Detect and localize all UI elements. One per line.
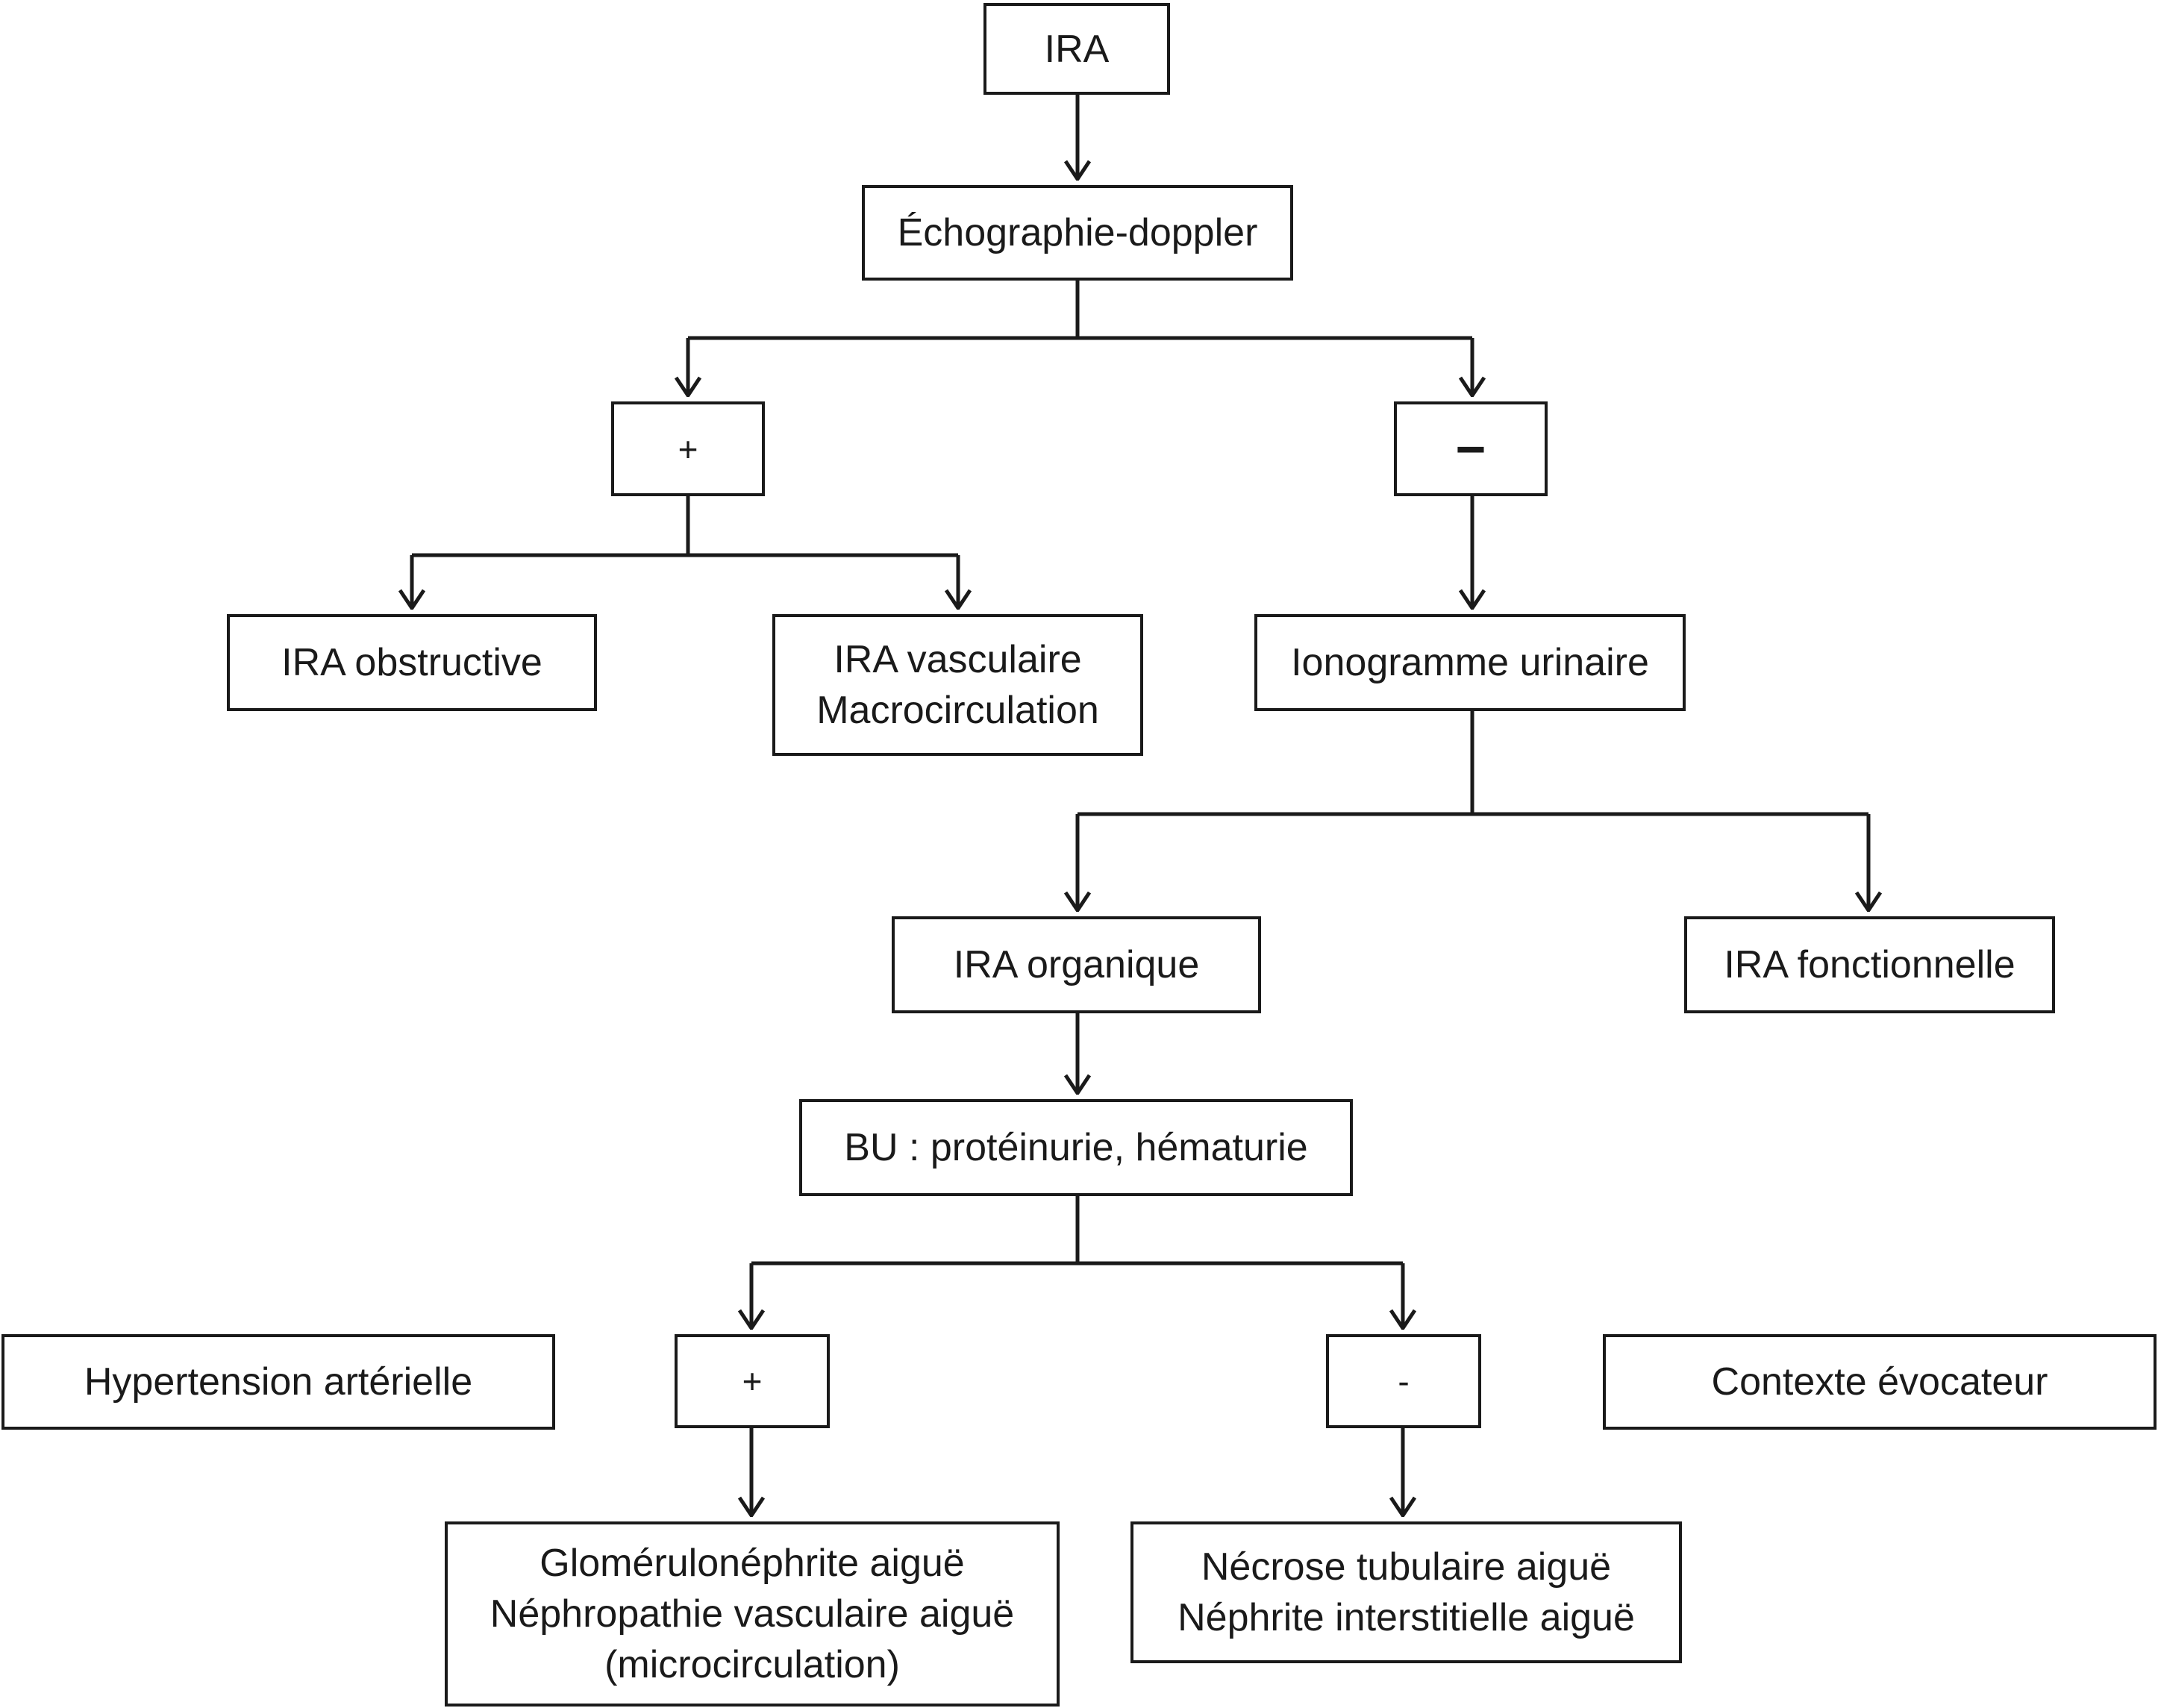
- node-ira-organique-line-1: IRA organique: [953, 943, 1200, 986]
- node-ionogramme-urinaire-line-1: Ionogramme urinaire: [1291, 641, 1649, 684]
- node-contexte-evocateur-line-1: Contexte évocateur: [1711, 1360, 2048, 1404]
- connector-iono-split: [1078, 711, 1868, 816]
- node-ionogramme-urinaire: Ionogramme urinaire: [1254, 614, 1686, 711]
- node-plus-bu-line-1: +: [742, 1362, 763, 1401]
- node-bu: BU : protéinurie, hématurie: [799, 1099, 1353, 1196]
- node-ira-vasculaire: IRA vasculaire Macrocirculation: [772, 614, 1143, 756]
- node-hypertension-arterielle-line-1: Hypertension artérielle: [84, 1360, 473, 1404]
- node-ira-fonctionnelle-line-1: IRA fonctionnelle: [1724, 943, 2015, 986]
- node-ira-obstructive-line-1: IRA obstructive: [281, 641, 542, 684]
- node-plus-bu: +: [675, 1334, 830, 1428]
- node-necrose-tubulaire-line-1: Nécrose tubulaire aiguë: [1201, 1545, 1612, 1589]
- node-ira-organique: IRA organique: [892, 916, 1261, 1013]
- node-minus-echo-line-1: −: [1455, 419, 1486, 478]
- node-ira-vasculaire-line-2: Macrocirculation: [816, 689, 1099, 732]
- node-glomerulonephrite-line-3: (microcirculation): [604, 1643, 900, 1686]
- node-bu-line-1: BU : protéinurie, hématurie: [844, 1126, 1308, 1169]
- node-plus-echo-line-1: +: [678, 429, 698, 469]
- node-minus-bu: -: [1326, 1334, 1481, 1428]
- node-echographie-doppler: Échographie-doppler: [862, 185, 1293, 281]
- node-contexte-evocateur: Contexte évocateur: [1603, 1334, 2157, 1430]
- node-echographie-doppler-line-1: Échographie-doppler: [897, 211, 1258, 254]
- node-ira-fonctionnelle: IRA fonctionnelle: [1684, 916, 2055, 1013]
- node-necrose-tubulaire: Nécrose tubulaire aiguë Néphrite interst…: [1130, 1521, 1682, 1663]
- node-ira-line-1: IRA: [1044, 27, 1110, 71]
- node-glomerulonephrite: Glomérulonéphrite aiguë Néphropathie vas…: [445, 1521, 1060, 1707]
- node-ira-vasculaire-line-1: IRA vasculaire: [834, 638, 1082, 681]
- node-minus-bu-line-1: -: [1398, 1362, 1410, 1401]
- node-glomerulonephrite-line-2: Néphropathie vasculaire aiguë: [490, 1592, 1015, 1636]
- node-necrose-tubulaire-line-2: Néphrite interstitielle aiguë: [1177, 1596, 1635, 1639]
- connector-echo-split: [688, 281, 1472, 340]
- node-hypertension-arterielle: Hypertension artérielle: [1, 1334, 555, 1430]
- connector-plus1-split: [412, 496, 958, 557]
- connector-bu-split: [751, 1196, 1403, 1266]
- node-minus-echo: −: [1394, 401, 1548, 496]
- node-ira-obstructive: IRA obstructive: [227, 614, 597, 711]
- node-ira: IRA: [983, 3, 1170, 95]
- node-plus-echo: +: [611, 401, 765, 496]
- node-glomerulonephrite-line-1: Glomérulonéphrite aiguë: [540, 1542, 965, 1585]
